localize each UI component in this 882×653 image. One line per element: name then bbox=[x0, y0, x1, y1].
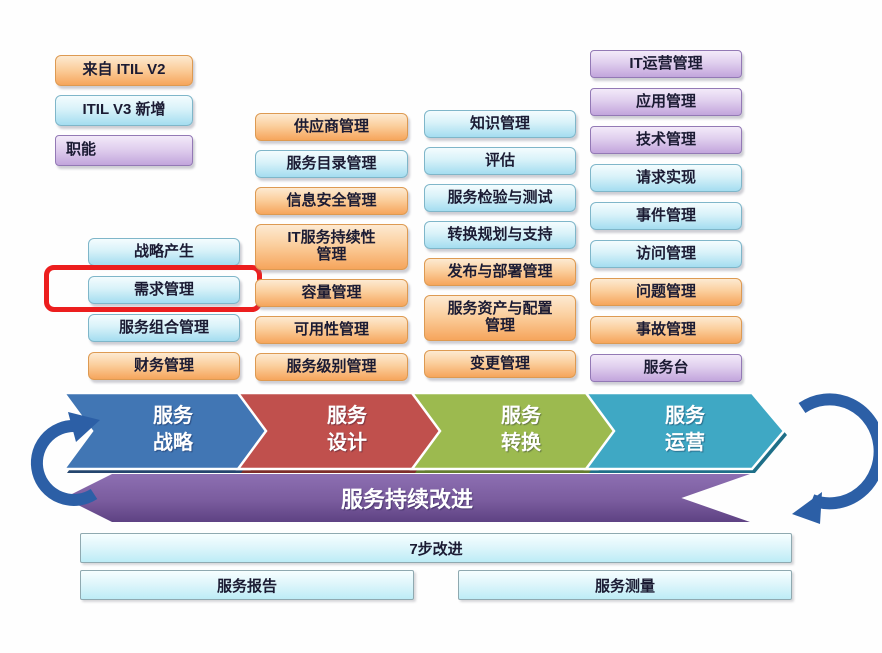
process-box-financial-management: 财务管理 bbox=[88, 352, 240, 380]
stage-label-service-design: 服务 设计 bbox=[327, 405, 367, 454]
lifecycle-chevron-band bbox=[61, 391, 787, 473]
process-box-incident-management: 事故管理 bbox=[590, 316, 742, 344]
legend-item-new-in-itil-v3: ITIL V3 新增 bbox=[55, 95, 193, 126]
process-box-problem-management: 问题管理 bbox=[590, 278, 742, 306]
process-box-strategy-generation: 战略产生 bbox=[88, 238, 240, 266]
process-box-change-management: 变更管理 bbox=[424, 350, 576, 378]
process-box-knowledge-management: 知识管理 bbox=[424, 110, 576, 138]
process-box-demand-management: 需求管理 bbox=[88, 276, 240, 304]
process-box-evaluation: 评估 bbox=[424, 147, 576, 175]
process-box-information-security-management: 信息安全管理 bbox=[255, 187, 408, 215]
process-box-availability-management: 可用性管理 bbox=[255, 316, 408, 344]
cycle-arrow-left-icon bbox=[30, 412, 100, 506]
bar-service-reporting: 服务报告 bbox=[80, 570, 414, 600]
process-box-event-management: 事件管理 bbox=[590, 202, 742, 230]
column-service-strategy: 战略产生 需求管理 服务组合管理 财务管理 bbox=[88, 238, 240, 380]
process-box-technical-management: 技术管理 bbox=[590, 126, 742, 154]
column-service-operation: IT运营管理 应用管理 技术管理 请求实现 事件管理 访问管理 问题管理 事故管… bbox=[590, 50, 742, 382]
legend-item-function: 职能 bbox=[55, 135, 193, 166]
process-box-release-deployment-management: 发布与部署管理 bbox=[424, 258, 576, 286]
process-box-transition-planning-support: 转换规划与支持 bbox=[424, 221, 576, 249]
process-box-service-desk: 服务台 bbox=[590, 354, 742, 382]
process-box-it-service-continuity-management: IT服务持续性 管理 bbox=[255, 224, 408, 270]
process-box-service-validation-testing: 服务检验与测试 bbox=[424, 184, 576, 212]
stage-label-service-operation: 服务 运营 bbox=[665, 405, 705, 454]
stage-label-service-transition: 服务 转换 bbox=[501, 405, 541, 454]
process-box-service-catalogue-management: 服务目录管理 bbox=[255, 150, 408, 178]
csi-banner-label: 服务持续改进 bbox=[340, 487, 473, 512]
column-service-design: 供应商管理 服务目录管理 信息安全管理 IT服务持续性 管理 容量管理 可用性管… bbox=[255, 113, 408, 381]
column-service-transition: 知识管理 评估 服务检验与测试 转换规划与支持 发布与部署管理 服务资产与配置 … bbox=[424, 110, 576, 378]
bar-seven-step-improvement: 7步改进 bbox=[80, 533, 792, 563]
process-box-capacity-management: 容量管理 bbox=[255, 279, 408, 307]
process-box-application-management: 应用管理 bbox=[590, 88, 742, 116]
service-operation-arrow bbox=[583, 391, 786, 471]
process-box-service-level-management: 服务级别管理 bbox=[255, 353, 408, 381]
process-box-service-asset-configuration-management: 服务资产与配置 管理 bbox=[424, 295, 576, 341]
stage-label-service-strategy: 服务 战略 bbox=[153, 405, 193, 454]
csi-banner-arrow: 服务持续改进 bbox=[64, 474, 750, 522]
legend: 来自 ITIL V2 ITIL V3 新增 职能 bbox=[55, 55, 193, 166]
cycle-arrow-right-icon bbox=[792, 393, 878, 524]
process-box-service-portfolio-management: 服务组合管理 bbox=[88, 314, 240, 342]
process-box-request-fulfilment: 请求实现 bbox=[590, 164, 742, 192]
process-box-it-operations-management: IT运营管理 bbox=[590, 50, 742, 78]
process-box-supplier-management: 供应商管理 bbox=[255, 113, 408, 141]
legend-item-from-itil-v2: 来自 ITIL V2 bbox=[55, 55, 193, 86]
process-box-access-management: 访问管理 bbox=[590, 240, 742, 268]
bar-service-measurement: 服务测量 bbox=[458, 570, 792, 600]
